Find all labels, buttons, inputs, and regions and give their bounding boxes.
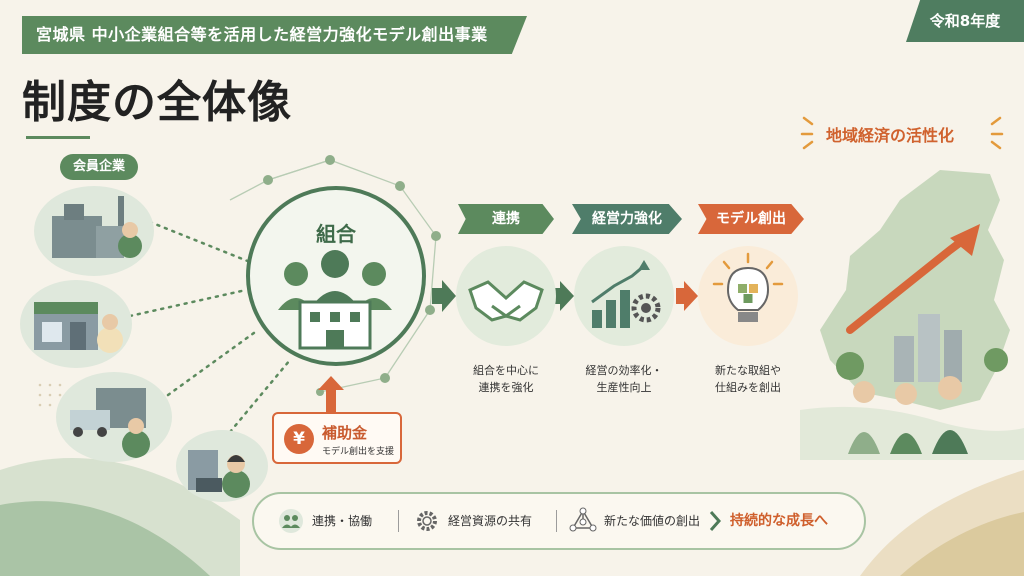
truck-icon	[70, 388, 150, 458]
member-office-illustration	[176, 430, 268, 502]
summary-item-value: 新たな価値の創出	[604, 514, 701, 528]
subsidy-up-arrow	[318, 376, 344, 412]
growth-chart-gear-icon	[591, 260, 661, 328]
step-circle-collaboration	[456, 246, 556, 346]
residents-illustration	[848, 376, 968, 454]
caption-line: 連携を強化	[478, 381, 534, 394]
member-shop-illustration	[20, 280, 132, 368]
office-worker-icon	[188, 450, 250, 498]
step-circle-management	[574, 246, 674, 346]
network-icon	[569, 507, 597, 532]
summary-item-collaboration: 連携・協働	[312, 514, 373, 528]
gear-icon	[417, 511, 437, 531]
region-title: 地域経済の活性化	[826, 126, 955, 145]
subsidy-subtitle: モデル創出を支援	[322, 447, 395, 457]
step-caption-collaboration: 組合を中心に 連携を強化	[446, 362, 566, 396]
subsidy-box: ¥ 補助金 モデル創出を支援	[272, 412, 402, 464]
step-banner-collaboration: 連携	[458, 204, 554, 234]
lightbulb-icon	[712, 252, 784, 322]
program-banner: 宮城県 中小企業組合等を活用した経営力強化モデル創出事業	[22, 16, 527, 54]
member-factory-illustration	[34, 186, 154, 276]
title-underline	[26, 136, 90, 139]
handshake-icon	[468, 280, 544, 322]
step-caption-model: 新たな取組や 仕組みを創出	[688, 362, 808, 396]
subsidy-title: 補助金	[322, 424, 368, 442]
divider	[556, 510, 557, 532]
region-burst-left	[800, 116, 814, 150]
caption-line: 新たな取組や	[715, 364, 781, 377]
caption-line: 仕組みを創出	[715, 381, 781, 394]
bottom-summary-bar: 連携・協働 経営資源の共有 新たな価値の創出 持続的な成長へ	[252, 492, 866, 550]
summary-item-resources: 経営資源の共有	[448, 514, 533, 528]
fiscal-year-tab: 令和8年度	[906, 0, 1024, 42]
union-building-icon	[278, 250, 392, 350]
caption-line: 生産性向上	[596, 381, 652, 394]
factory-icon	[52, 196, 142, 258]
page-title: 制度の全体像	[22, 77, 292, 128]
divider	[398, 510, 399, 532]
member-companies-label: 会員企業	[60, 154, 138, 180]
storefront-icon	[34, 302, 123, 353]
caption-line: 経営の効率化・	[585, 364, 663, 377]
step-caption-management: 経営の効率化・ 生産性向上	[564, 362, 684, 396]
union-label: 組合	[316, 222, 356, 246]
member-logistics-illustration	[56, 372, 172, 462]
step-banner-model: モデル創出	[698, 204, 804, 234]
region-burst-right	[990, 116, 1004, 150]
step-banner-management: 経営力強化	[572, 204, 682, 234]
people-icon	[279, 509, 303, 533]
summary-final-goal: 持続的な成長へ	[730, 513, 828, 529]
step-circle-model	[698, 246, 798, 346]
caption-line: 組合を中心に	[473, 364, 539, 377]
chevron-right-icon	[709, 511, 722, 531]
yen-icon: ¥	[284, 424, 314, 454]
union-circle: 組合	[246, 186, 426, 366]
